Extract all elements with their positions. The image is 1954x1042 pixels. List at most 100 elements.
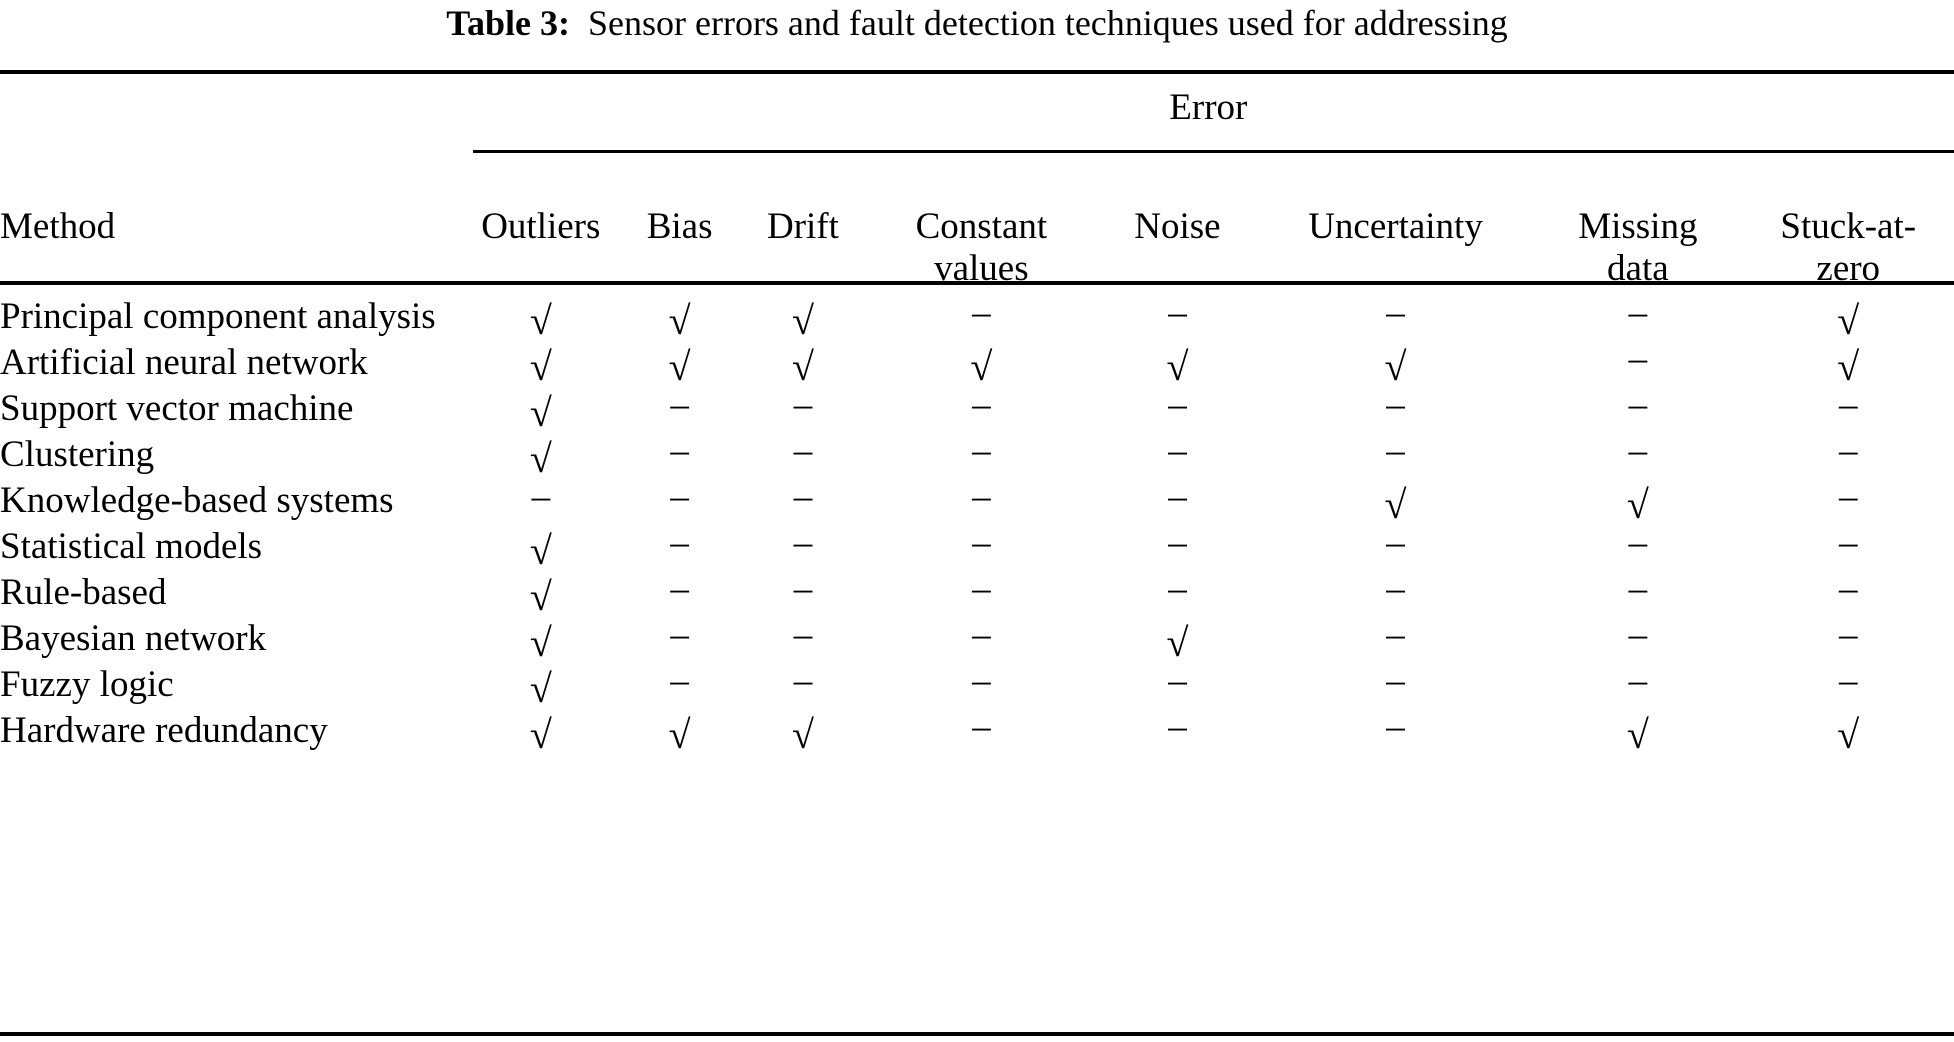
row-method-label: Bayesian network — [0, 618, 267, 659]
cell-dash: – — [1742, 522, 1954, 570]
cell-check: √ — [740, 708, 866, 755]
table-row: Clustering√––––––– — [0, 430, 1954, 481]
dash-icon: – — [793, 384, 813, 425]
cell-dash: – — [740, 569, 866, 616]
dash-icon: – — [670, 568, 689, 609]
cell-dash: – — [1533, 292, 1742, 340]
cell-check: √ — [463, 294, 619, 343]
cell-check: √ — [463, 616, 619, 663]
dash-icon: – — [670, 384, 689, 425]
dash-icon: – — [670, 660, 689, 701]
dash-icon: – — [972, 476, 991, 517]
cell-check: √ — [1533, 478, 1742, 525]
dash-icon: – — [793, 430, 813, 471]
cell-dash: – — [866, 292, 1097, 340]
caption-spacer-cell — [0, 0, 1954, 86]
column-header-line1: Constant — [915, 206, 1048, 247]
table-caption-label: Table 3: — [446, 3, 570, 43]
table-row: Rule-based√––––––– — [0, 568, 1954, 617]
dash-icon: – — [972, 522, 991, 563]
column-header-line2: values — [934, 248, 1029, 289]
dash-icon: – — [1838, 522, 1858, 563]
check-icon: √ — [529, 436, 552, 481]
dash-icon: – — [1168, 568, 1187, 609]
table-row: Knowledge-based systems–––––√√– — [0, 476, 1954, 525]
check-icon: √ — [529, 390, 552, 435]
cell-check: √ — [463, 432, 619, 481]
dash-icon: – — [1838, 614, 1858, 655]
dash-icon: – — [1168, 476, 1187, 517]
cell-dash: – — [1097, 476, 1258, 524]
table-row: Principal component analysis√√√––––√ — [0, 292, 1954, 343]
column-header-line2: data — [1607, 248, 1669, 289]
check-icon: √ — [1626, 712, 1649, 757]
cell-check: √ — [1097, 616, 1258, 665]
group-header-empty-cell — [0, 86, 463, 148]
check-icon: √ — [791, 344, 814, 389]
check-icon: √ — [529, 344, 552, 389]
cell-check: √ — [1742, 708, 1954, 755]
error-group-rule — [473, 150, 1954, 153]
cell-dash: – — [619, 477, 740, 524]
cell-dash: – — [1097, 385, 1258, 432]
column-header-line2: zero — [1816, 248, 1881, 289]
check-icon: √ — [529, 298, 552, 343]
row-method-label: Clustering — [0, 434, 155, 475]
cell-check: √ — [1258, 478, 1533, 525]
dash-icon: – — [1838, 476, 1858, 517]
cell-dash: – — [740, 661, 866, 708]
dash-icon: – — [1386, 292, 1405, 333]
cell-dash: – — [1258, 292, 1533, 340]
check-icon: √ — [1166, 344, 1189, 389]
column-header-bias: Bias — [619, 206, 740, 294]
cell-dash: – — [619, 568, 740, 616]
dash-icon: – — [670, 522, 689, 563]
cell-dash: – — [1742, 431, 1954, 478]
dash-icon: – — [793, 522, 813, 563]
dash-icon: – — [1628, 292, 1648, 333]
table-top-rule — [0, 70, 1954, 74]
cell-check: √ — [463, 340, 619, 389]
cell-check: √ — [463, 386, 619, 435]
dash-icon: – — [1838, 568, 1858, 609]
cell-dash: – — [1258, 615, 1533, 662]
cell-dash: – — [1533, 384, 1742, 432]
cell-check: √ — [619, 294, 740, 343]
dash-icon: – — [972, 292, 991, 333]
check-icon: √ — [529, 712, 552, 757]
dash-icon: – — [972, 568, 991, 609]
column-header-uncertainty: Uncertainty — [1258, 206, 1533, 294]
cell-check: √ — [463, 524, 619, 573]
cell-dash: – — [866, 522, 1097, 570]
group-rule-spacer-row — [0, 148, 1954, 206]
row-method-label: Support vector machine — [0, 388, 354, 429]
dash-icon: – — [1838, 384, 1858, 425]
cell-check: √ — [1533, 708, 1742, 757]
cell-dash: – — [1742, 661, 1954, 708]
dash-icon: – — [1628, 384, 1648, 425]
column-header-line1: Outliers — [481, 206, 601, 247]
cell-dash: – — [740, 522, 866, 570]
cell-check: √ — [1097, 340, 1258, 389]
check-icon: √ — [1166, 620, 1189, 665]
check-icon: √ — [970, 344, 993, 389]
cell-check: √ — [866, 340, 1097, 389]
cell-dash: – — [1258, 569, 1533, 616]
dash-icon: – — [1168, 522, 1187, 563]
check-icon: √ — [529, 528, 552, 573]
dash-icon: – — [1386, 706, 1405, 747]
dash-icon: – — [670, 430, 689, 471]
column-header-line1: Uncertainty — [1308, 206, 1483, 247]
check-icon: √ — [668, 298, 691, 343]
cell-dash: – — [1533, 339, 1742, 386]
group-rule-spacer-cell — [0, 148, 1954, 206]
row-method-label: Fuzzy logic — [0, 664, 174, 705]
cell-dash: – — [619, 384, 740, 432]
cell-dash: – — [866, 707, 1097, 754]
column-header-outliers: Outliers — [463, 206, 619, 294]
dash-icon: – — [1386, 430, 1405, 471]
column-header-method: Method — [0, 206, 116, 247]
table-row: Artificial neural network√√√√√√–√ — [0, 339, 1954, 389]
cell-dash: – — [1533, 615, 1742, 662]
